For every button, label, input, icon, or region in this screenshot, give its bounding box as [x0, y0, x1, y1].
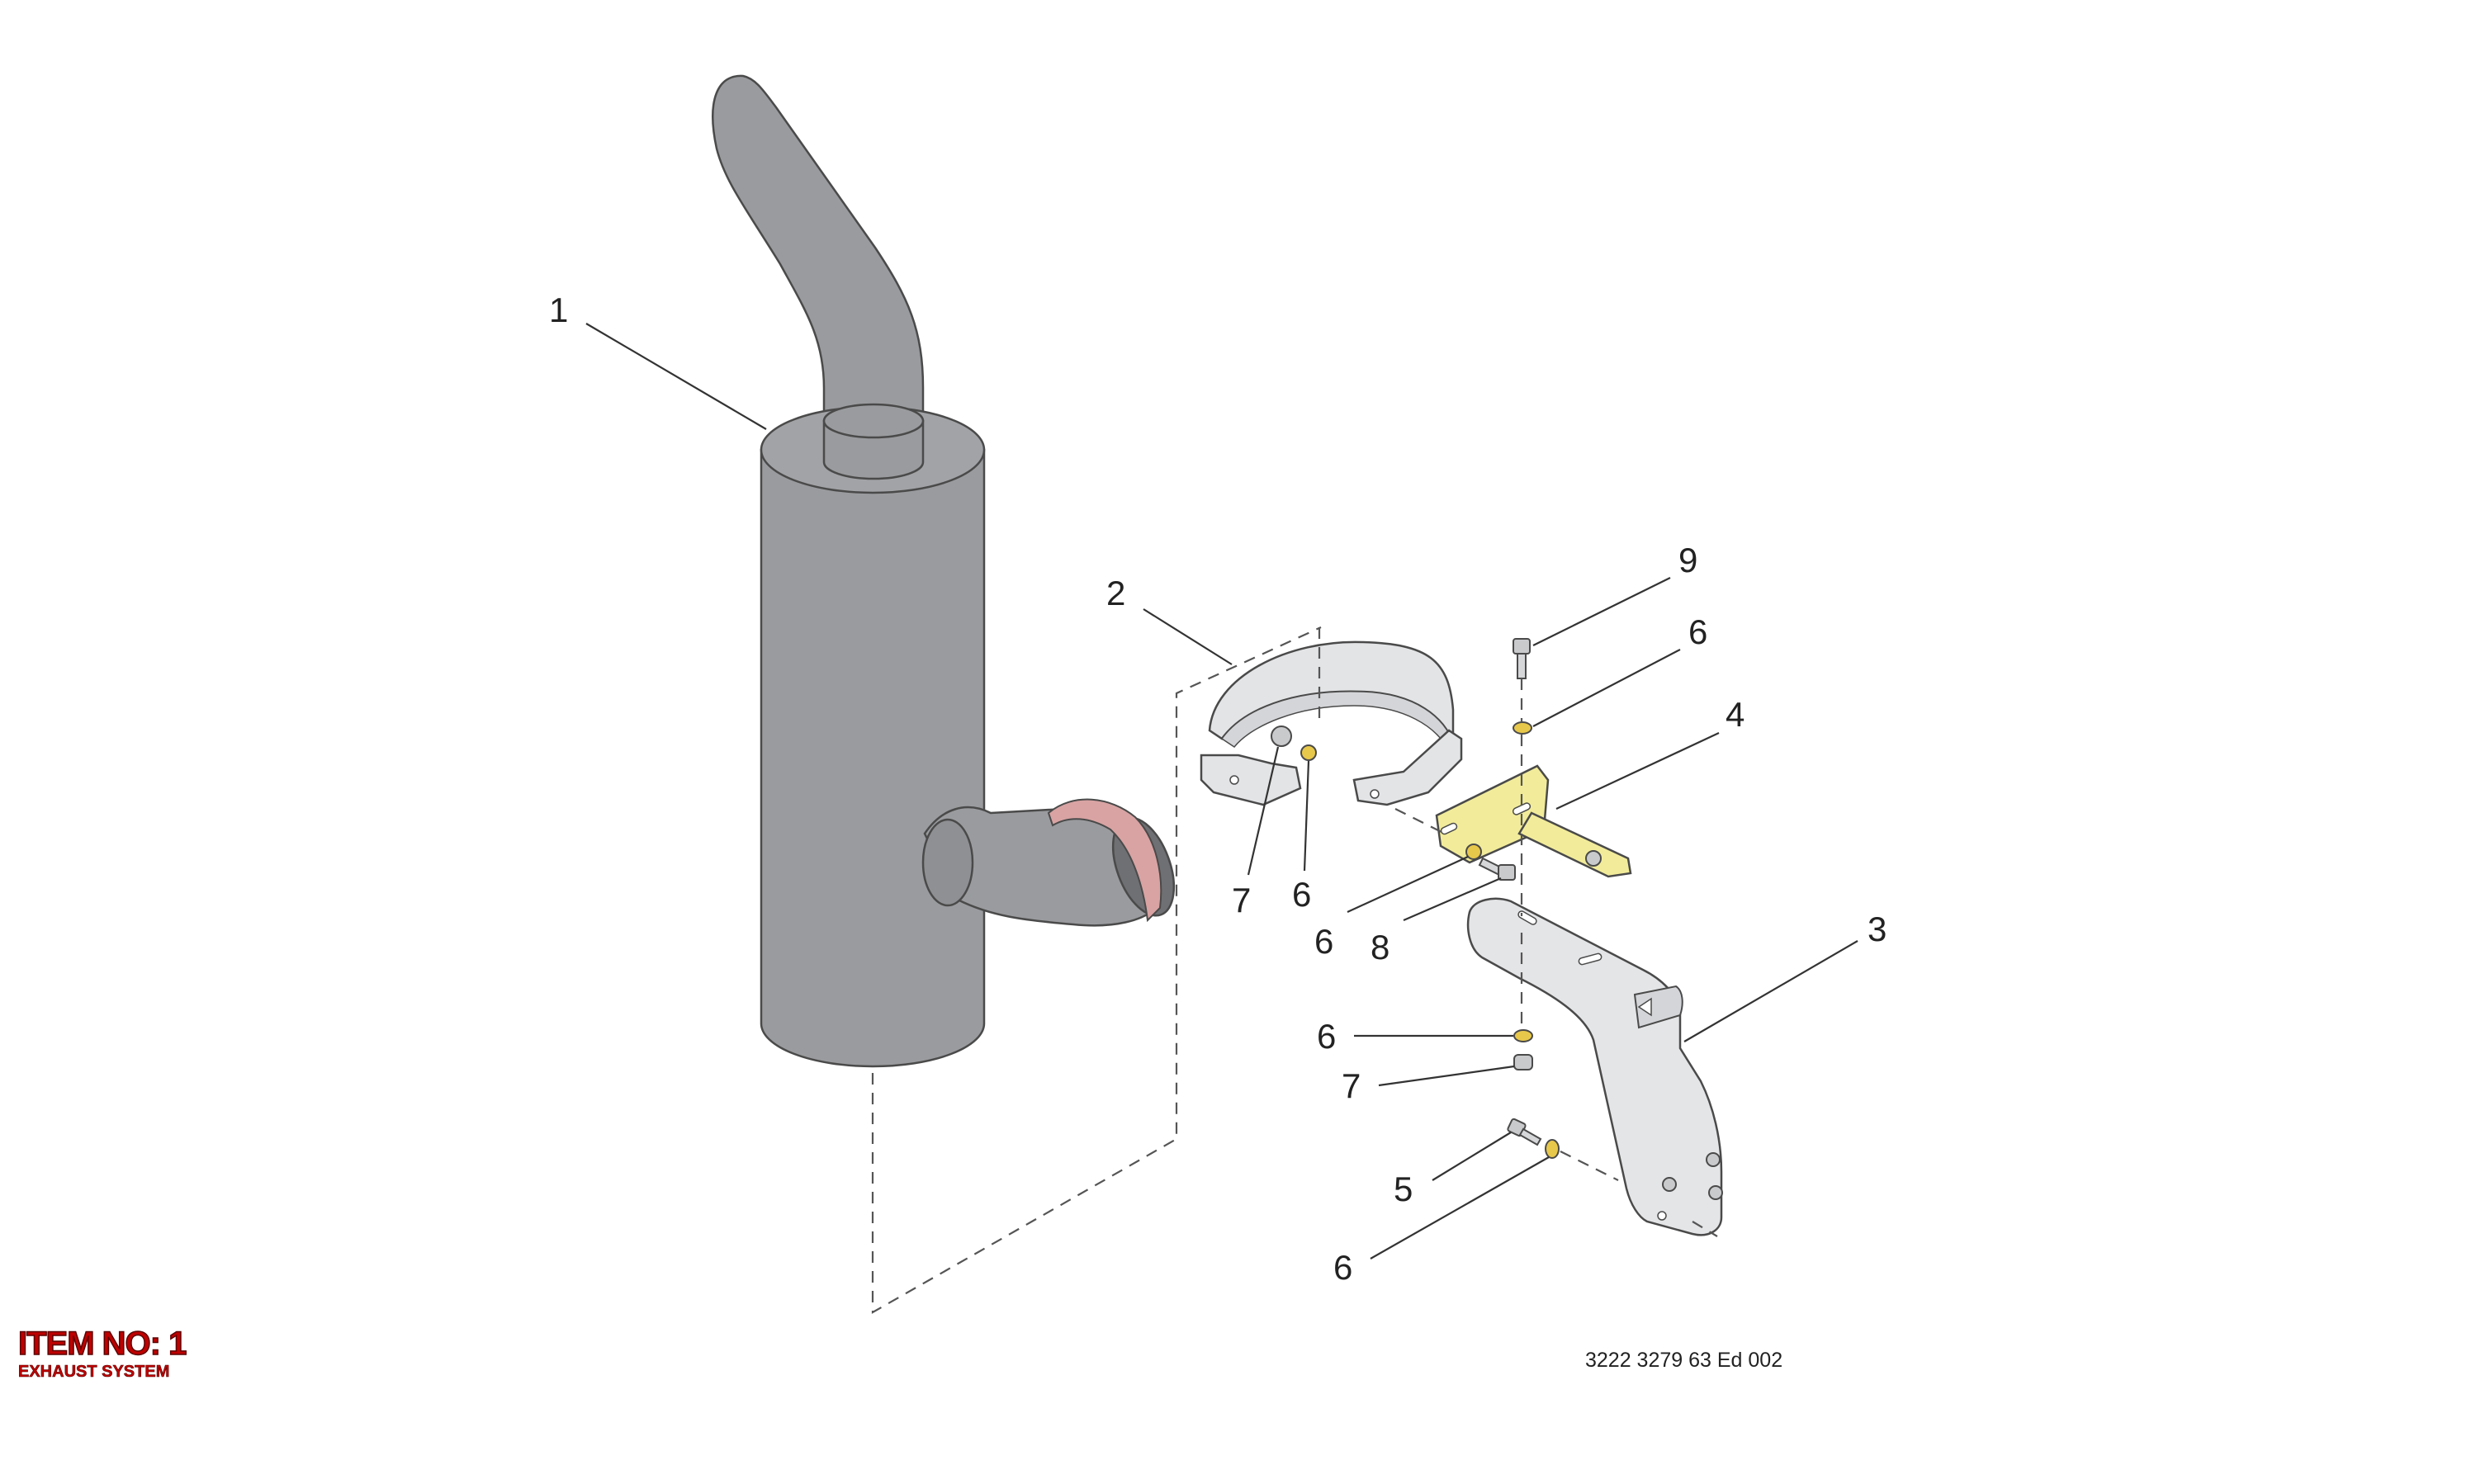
muffler-body — [760, 448, 986, 1068]
callout-6e: 6 — [1333, 1248, 1352, 1287]
bracket-3-stud-1 — [1706, 1152, 1721, 1167]
bolt-5-shank — [1518, 1127, 1542, 1146]
bracket-3-stud-2 — [1708, 1185, 1723, 1200]
pipe-collar-rim — [822, 403, 925, 439]
washer-6-upper — [1300, 744, 1317, 761]
bolt-5 — [1507, 1118, 1560, 1159]
callout-9: 9 — [1678, 541, 1697, 579]
leader-2 — [1143, 608, 1233, 665]
callout-2: 2 — [1106, 574, 1125, 612]
leader-6e — [1370, 1156, 1550, 1260]
leader-lines — [585, 323, 1858, 1260]
bolt-9 — [1513, 638, 1532, 735]
bracket-3-tab-hole — [1637, 997, 1652, 1017]
callout-7a: 7 — [1232, 881, 1251, 919]
nut-7-upper — [1271, 725, 1292, 747]
document-reference: 3222 3279 63 Ed 002 — [1585, 1349, 1783, 1372]
callout-6d: 6 — [1317, 1017, 1336, 1056]
bracket-3-hole-bottom — [1657, 1211, 1667, 1221]
callout-8: 8 — [1371, 928, 1389, 966]
clamp-part-2 — [1200, 640, 1463, 806]
callout-3: 3 — [1868, 910, 1887, 948]
bracket-3-flange — [1633, 985, 1683, 1029]
bracket-4-stud — [1585, 850, 1602, 867]
leader-9 — [1532, 577, 1671, 646]
nut-7-lower — [1513, 1054, 1533, 1070]
item-description: EXHAUST SYSTEM — [18, 1363, 170, 1381]
callout-6c: 6 — [1314, 922, 1333, 961]
callout-4: 4 — [1726, 695, 1745, 734]
leader-6c — [1347, 856, 1469, 913]
bolt-9-head — [1513, 638, 1531, 655]
dash-stud — [1692, 1221, 1718, 1237]
assembly-lines — [871, 626, 1718, 1314]
clamp-hole-left — [1229, 775, 1239, 785]
bracket-4-slot — [1512, 802, 1532, 815]
muffler-part-1 — [712, 74, 1176, 1068]
bracket-part-3 — [1466, 897, 1723, 1236]
elbow-joint — [921, 818, 974, 907]
bracket-4-slot-2 — [1440, 822, 1458, 835]
bolt-8-head — [1498, 864, 1516, 881]
dash-clamp-to-bracket — [1394, 808, 1446, 834]
leader-1 — [585, 323, 767, 430]
leader-8 — [1403, 877, 1502, 922]
bracket-4-arm — [1517, 811, 1632, 878]
callout-1: 1 — [549, 291, 568, 329]
leader-3 — [1683, 940, 1858, 1042]
washer-6-bolt5 — [1545, 1139, 1560, 1159]
callout-5: 5 — [1394, 1170, 1413, 1208]
callout-7b: 7 — [1342, 1066, 1361, 1105]
washer-6-lower — [1513, 1029, 1533, 1042]
dash-bolt5 — [1560, 1151, 1619, 1181]
washer-6-bolt9 — [1513, 721, 1532, 735]
item-number-title: ITEM NO: 1 — [17, 1326, 187, 1362]
bolt-8 — [1478, 857, 1516, 881]
leader-6b — [1303, 760, 1310, 872]
leader-5 — [1432, 1132, 1512, 1181]
clamp-right-ear — [1352, 729, 1463, 806]
tailpipe — [712, 74, 925, 451]
washer-6-bracket4 — [1465, 844, 1482, 860]
clamp-left-ear — [1200, 754, 1302, 806]
bracket-3-plate — [1466, 897, 1723, 1236]
callout-6a: 6 — [1688, 612, 1707, 651]
leader-7b — [1378, 1065, 1515, 1087]
gasket — [1047, 798, 1162, 923]
dash-muffler-to-clamp — [871, 626, 1322, 1314]
leader-7a — [1247, 746, 1280, 876]
bracket-3-stud-3 — [1662, 1177, 1677, 1192]
bracket-part-4 — [1435, 764, 1632, 878]
callout-6b: 6 — [1292, 875, 1311, 914]
bolt-9-shank — [1517, 653, 1527, 679]
bracket-3-slot-top — [1517, 910, 1537, 925]
leader-4 — [1555, 732, 1720, 810]
callouts: 1 2 9 6 4 7 6 6 8 3 6 7 5 6 — [549, 291, 1887, 1287]
leader-6a — [1532, 649, 1681, 727]
bracket-3-slot-mid — [1578, 952, 1603, 966]
clamp-hole-right — [1370, 789, 1380, 799]
